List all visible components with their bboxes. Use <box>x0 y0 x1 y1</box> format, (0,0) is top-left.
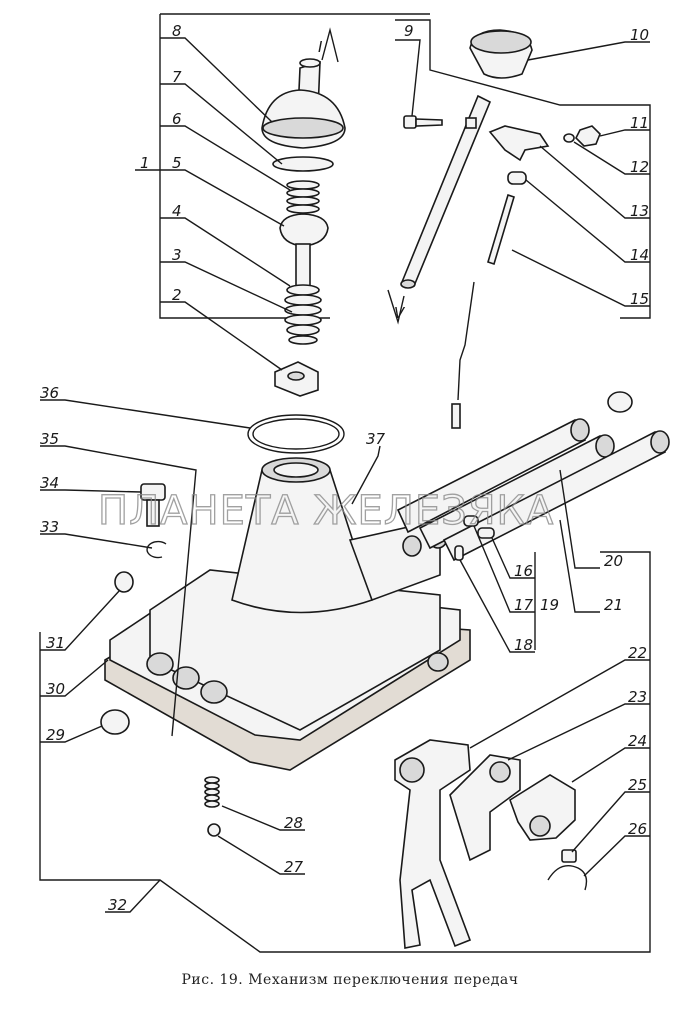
o-ring-part-36 <box>247 414 345 454</box>
callout-22: 22 <box>628 644 647 662</box>
callout-37: 37 <box>366 430 386 448</box>
callout-8: 8 <box>172 22 182 40</box>
callout-20: 20 <box>604 552 623 570</box>
left-small-parts <box>100 483 221 837</box>
group-bracket-1 <box>159 13 430 319</box>
spring-part-28 <box>204 776 220 808</box>
plate-hole <box>287 371 305 381</box>
knob-top <box>470 30 532 54</box>
callout-16: 16 <box>514 562 533 580</box>
callout-6: 6 <box>172 110 182 128</box>
thin-rod-end <box>451 403 461 429</box>
thin-rod-part-15 <box>487 193 515 266</box>
lever-assembly <box>261 58 346 397</box>
watermark-text: ПЛАНЕТА ЖЕЛЕЗЯКА <box>98 488 554 534</box>
callout-27: 27 <box>284 858 304 876</box>
callout-1: 1 <box>140 154 150 172</box>
callout-labels: 8 7 6 5 4 3 2 1 9 10 11 12 13 14 15 36 3… <box>40 22 649 914</box>
cone-bore <box>273 462 319 478</box>
pin-part-18 <box>454 545 464 561</box>
callout-36: 36 <box>40 384 59 402</box>
housing-cone <box>231 463 374 614</box>
caption-fig-number: Рис. 19. <box>181 972 244 988</box>
group-bracket-32 <box>39 551 651 953</box>
rod-bores <box>146 652 449 704</box>
arrow-down-icon <box>387 289 405 325</box>
callout-15: 15 <box>630 290 649 308</box>
plug-part-31 <box>114 571 134 593</box>
wire-part-26 <box>547 865 588 891</box>
shift-rods <box>396 391 670 562</box>
upper-right-parts <box>400 29 601 429</box>
callout-29: 29 <box>46 726 65 744</box>
direction-arrows <box>321 27 405 325</box>
bolt-part-34-shank <box>146 499 160 527</box>
nut-part-11 <box>575 125 601 147</box>
shift-forks <box>394 739 588 949</box>
callout-30: 30 <box>46 680 65 698</box>
callout-5: 5 <box>172 154 182 172</box>
callout-11: 11 <box>630 114 649 132</box>
callout-23: 23 <box>628 688 647 706</box>
arrow-label-down: V <box>394 304 406 322</box>
bracket-part-13 <box>488 125 550 162</box>
o-ring-inner <box>252 418 340 450</box>
callout-13: 13 <box>630 202 649 220</box>
callout-18: 18 <box>514 636 533 654</box>
callout-25: 25 <box>628 776 647 794</box>
spring-part-6 <box>286 180 320 214</box>
callout-2: 2 <box>172 286 182 304</box>
callout-4: 4 <box>172 202 182 220</box>
thin-rod-lower <box>457 281 475 401</box>
spring-part-3 <box>284 284 322 345</box>
bolt-part-9-shank <box>415 118 443 127</box>
callout-34: 34 <box>40 474 59 492</box>
callout-28: 28 <box>284 814 303 832</box>
lock-washer-part-33 <box>146 540 167 559</box>
ball-part-27 <box>207 823 221 837</box>
pin-part-16 <box>477 527 495 539</box>
leader-lines <box>40 37 650 913</box>
callout-3: 3 <box>172 246 182 264</box>
callout-33: 33 <box>40 518 59 536</box>
rod-clamp <box>465 117 477 129</box>
caption-title: Механизм переключения передач <box>248 972 519 988</box>
callout-19: 19 <box>540 596 559 614</box>
callout-10: 10 <box>630 26 649 44</box>
plug-part-20 <box>607 391 633 413</box>
arrow-up-icon <box>321 27 339 63</box>
callout-31: 31 <box>46 634 65 652</box>
lever-lower-rod <box>295 243 311 289</box>
interlock-pins <box>454 515 495 561</box>
callout-12: 12 <box>630 158 649 176</box>
callout-24: 24 <box>628 732 647 750</box>
fork-part-24 <box>509 774 576 841</box>
callout-14: 14 <box>630 246 649 264</box>
callout-17: 17 <box>514 596 534 614</box>
lever-rod-top <box>299 58 321 68</box>
washer-part-12 <box>563 133 575 143</box>
figure-caption: Рис. 19. Механизм переключения передач <box>0 972 700 988</box>
screw-part-25 <box>561 849 577 863</box>
callout-9: 9 <box>404 22 414 40</box>
callout-32: 32 <box>108 896 127 914</box>
group-bracket-9-15 <box>395 19 651 319</box>
arrow-label-up: I <box>318 38 323 56</box>
ball-part-5 <box>279 213 329 247</box>
bushing-part-14 <box>507 171 527 185</box>
washer-part-7 <box>272 156 334 172</box>
callout-21: 21 <box>604 596 623 614</box>
bolt-part-9-head <box>403 115 417 129</box>
fork-part-22 <box>394 739 472 949</box>
callout-26: 26 <box>628 820 647 838</box>
boot-rim <box>262 117 344 139</box>
callout-7: 7 <box>172 68 182 86</box>
plug-part-29 <box>100 709 130 735</box>
callout-35: 35 <box>40 430 59 448</box>
shift-cover-housing <box>104 457 471 771</box>
pin-part-17 <box>463 515 479 527</box>
